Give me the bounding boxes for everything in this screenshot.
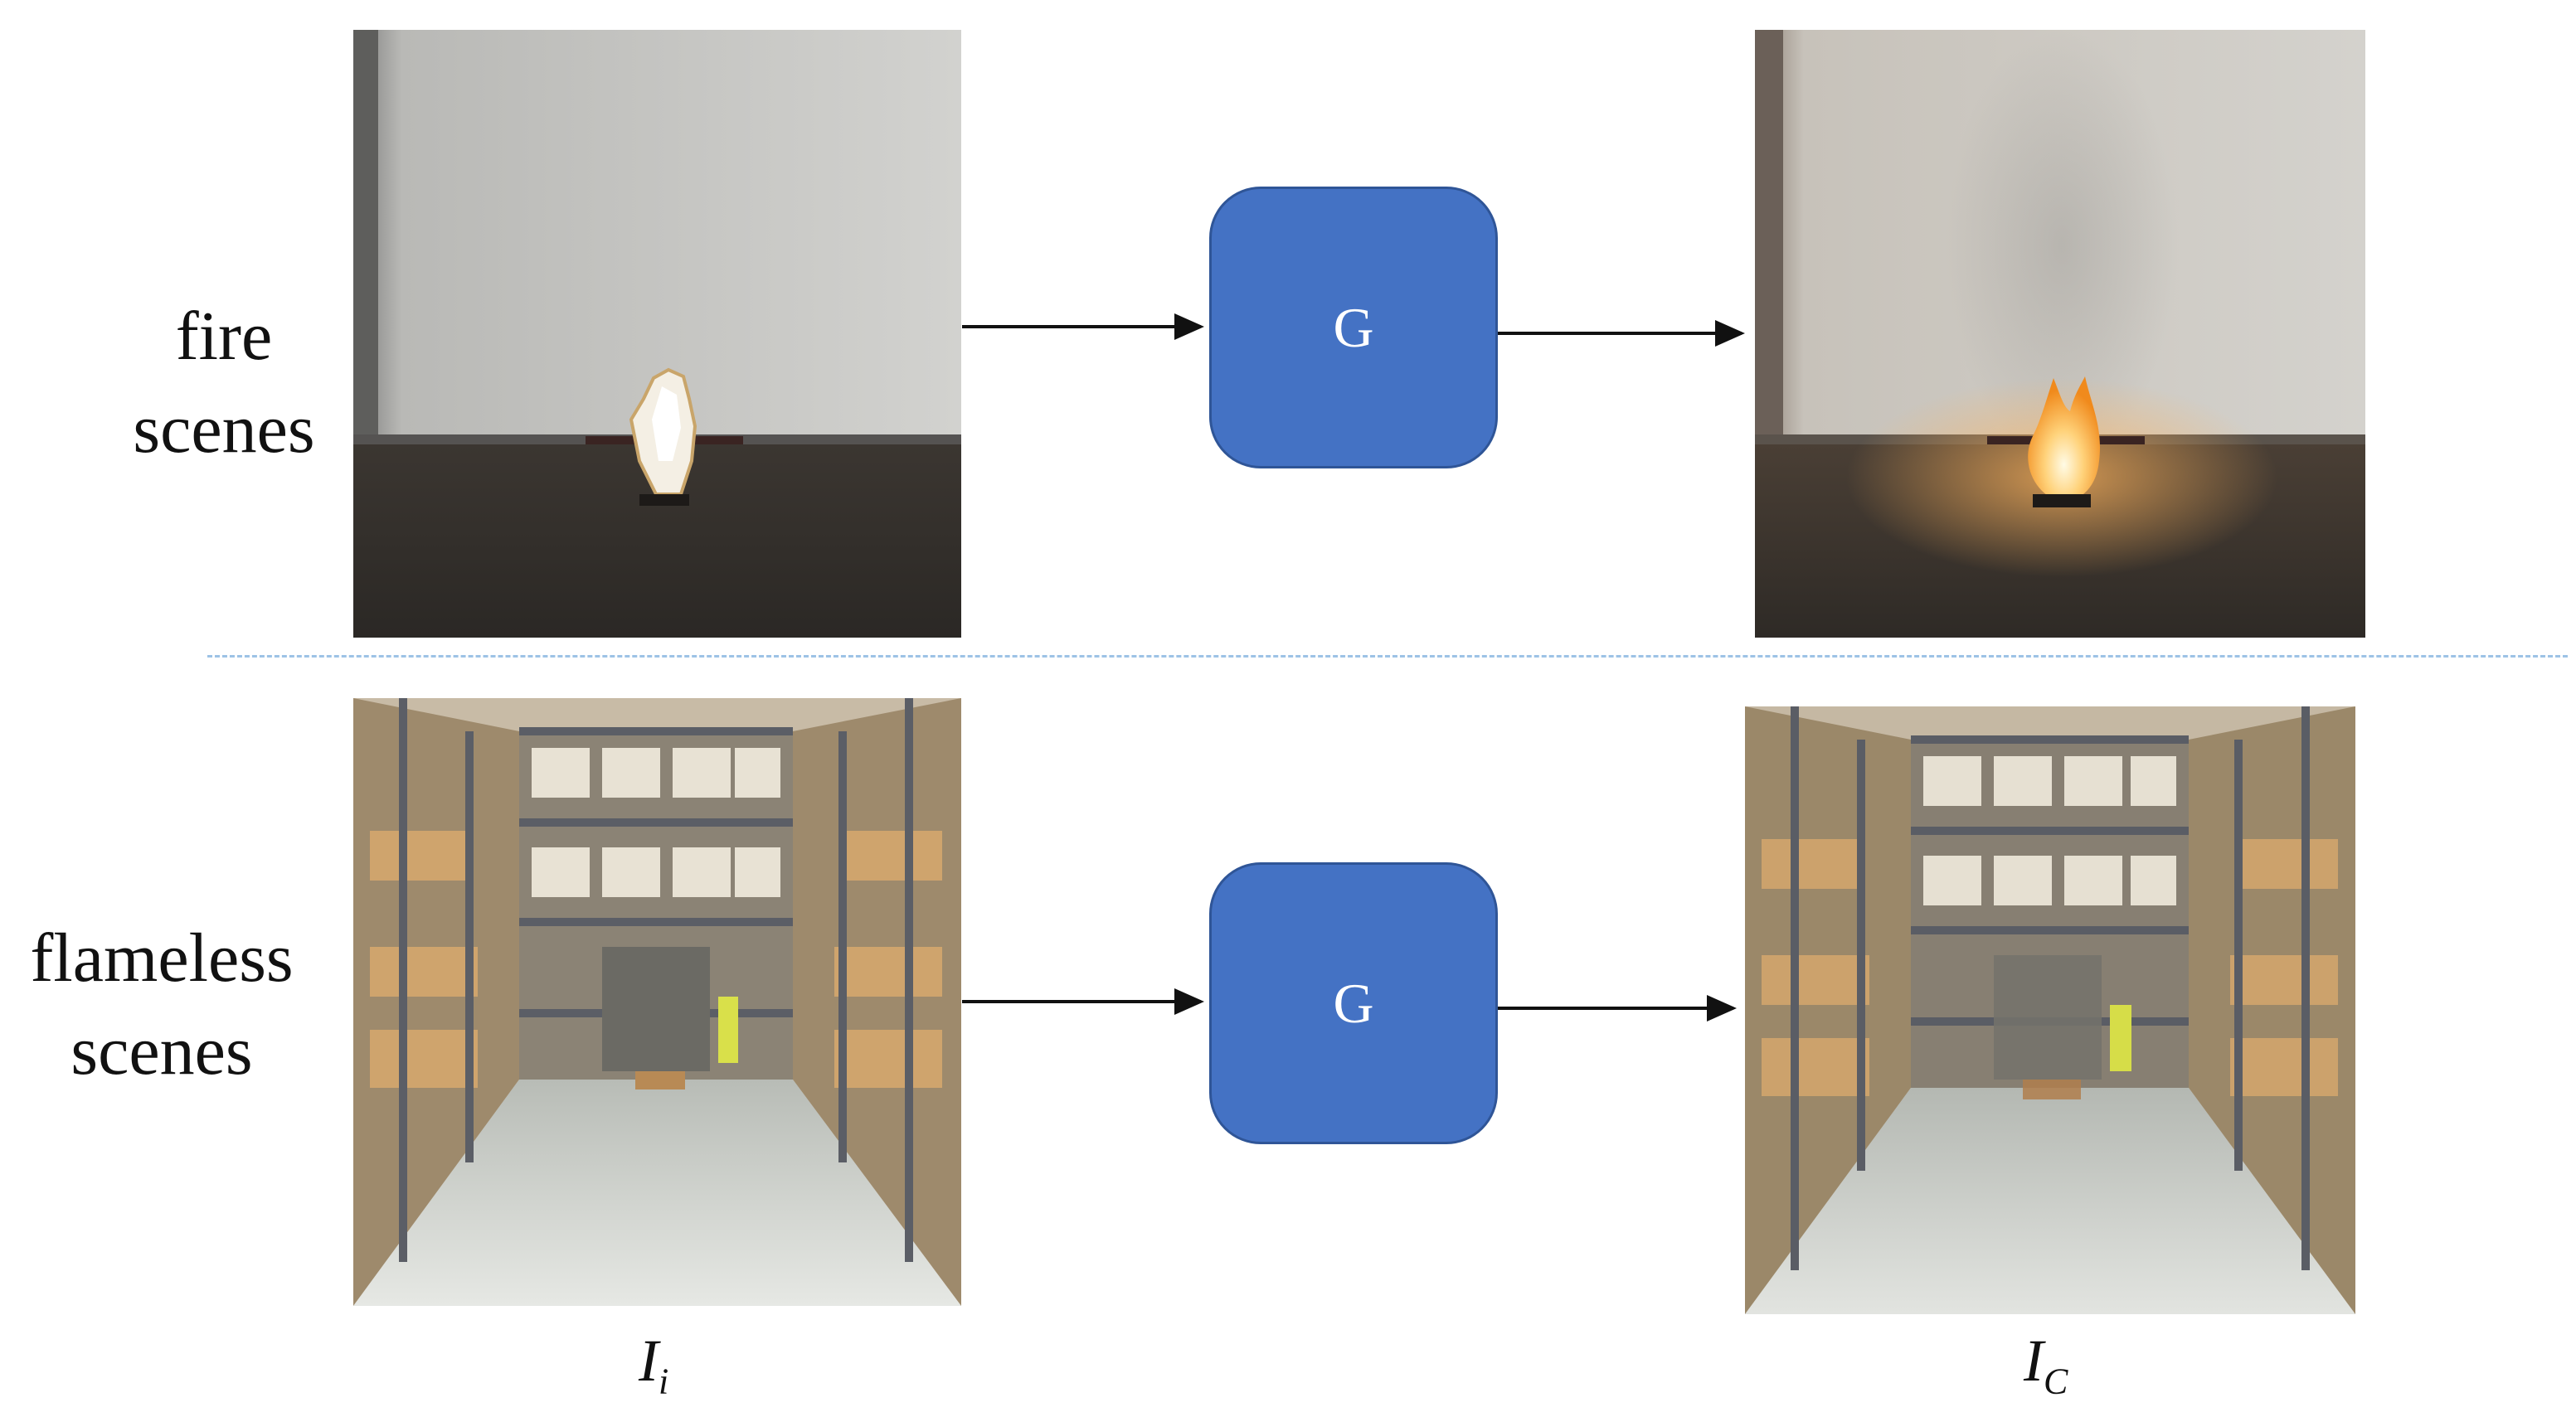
generator-box-top: G (1209, 187, 1498, 468)
input-caption-main: I (639, 1327, 659, 1394)
input-caption: Ii (639, 1327, 668, 1402)
fire-scenes-label: fire scenes (100, 290, 348, 476)
flameless-scenes-label: flameless scenes (8, 912, 315, 1098)
fire-label-line2: scenes (133, 391, 315, 468)
generator-label-bottom: G (1333, 971, 1374, 1035)
output-caption-main: I (2024, 1327, 2044, 1394)
flameless-input-image (353, 698, 961, 1306)
generator-box-bottom: G (1209, 862, 1498, 1144)
output-caption: IC (2024, 1327, 2068, 1402)
fire-label-line1: fire (175, 298, 273, 375)
input-caption-sub: i (658, 1361, 669, 1402)
fire-input-image (353, 30, 961, 638)
fire-output-image (1755, 30, 2365, 638)
flameless-output-image (1745, 706, 2355, 1314)
output-caption-sub: C (2043, 1361, 2068, 1402)
row-divider (207, 655, 2568, 658)
flameless-label-line2: scenes (70, 1012, 253, 1089)
flameless-label-line1: flameless (30, 920, 294, 997)
generator-label-top: G (1333, 295, 1374, 359)
